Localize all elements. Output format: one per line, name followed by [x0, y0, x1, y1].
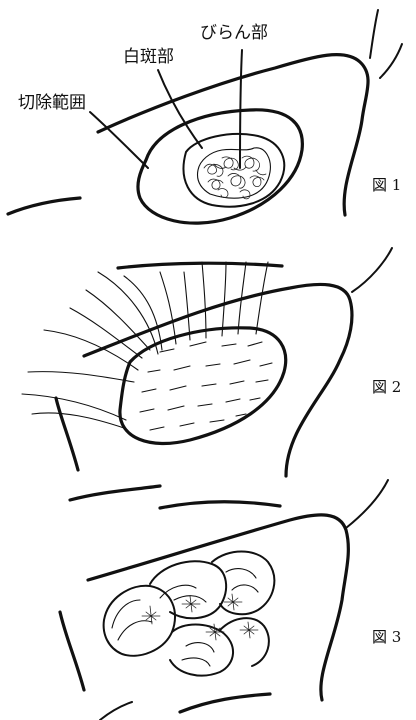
fig3-bottom-left-stroke	[100, 702, 132, 720]
figure-1: びらん部 白斑部 切除範囲 図 1	[8, 10, 402, 223]
fig2-right-stroke	[352, 248, 392, 292]
fig1-leader-resection	[90, 112, 148, 168]
fig1-label-resection: 切除範囲	[18, 93, 86, 113]
fig2-bottom-stroke	[70, 486, 160, 500]
fig1-label-leukoplakia: 白斑部	[123, 47, 174, 67]
fig3-left-lip	[60, 612, 84, 690]
fig1-top-stroke	[370, 10, 378, 58]
fig3-upper-stroke	[160, 502, 280, 508]
fig1-caption: 図 1	[372, 176, 401, 194]
fig3-bottom-stroke	[180, 694, 270, 712]
fig2-surface-marks	[140, 342, 272, 430]
figure-2: 図 2	[22, 248, 401, 500]
fig3-right-stroke	[346, 480, 388, 528]
fig2-left-lip	[56, 398, 78, 470]
fig1-erosion-area	[198, 148, 271, 199]
fig1-top-stroke-2	[380, 44, 402, 78]
fig2-lower-contour	[118, 263, 282, 268]
figure-3: 図 3	[60, 480, 401, 720]
fig1-lower-contour	[8, 198, 80, 214]
fig3-caption: 図 3	[372, 628, 401, 646]
fig3-closed-wound	[104, 552, 275, 676]
fig1-label-erosion: びらん部	[200, 23, 268, 43]
fig2-caption: 図 2	[372, 378, 401, 396]
